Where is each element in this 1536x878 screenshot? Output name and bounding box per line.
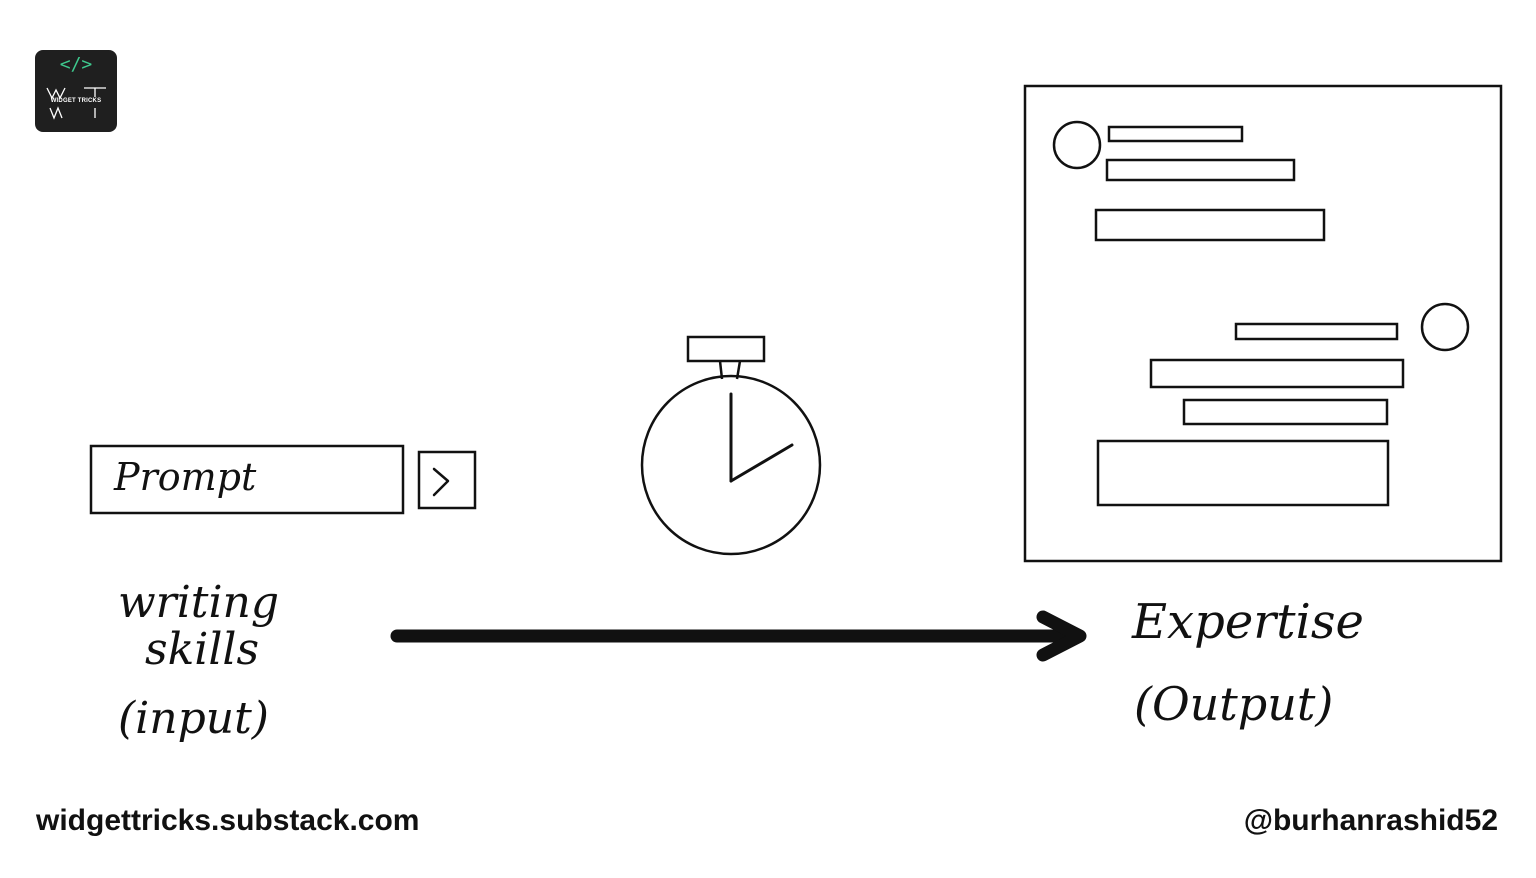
- author-handle: @burhanrashid52: [1243, 804, 1498, 837]
- prompt-label: Prompt: [113, 455, 257, 499]
- message-line: [1094, 208, 1326, 242]
- avatar-right: [1420, 302, 1470, 352]
- message-line: [1105, 158, 1296, 182]
- prompt-input-sketch: Prompt: [89, 444, 405, 515]
- input-label-skills: skills: [145, 624, 259, 675]
- message-line: [1107, 125, 1244, 143]
- output-label-expertise: Expertise: [1131, 594, 1364, 650]
- chat-window-icon: [1023, 84, 1503, 563]
- stopwatch-icon: [640, 335, 822, 556]
- input-label-writing: writing: [118, 577, 279, 628]
- avatar-left: [1052, 120, 1102, 170]
- widget-tricks-logo: </> WIDGET TRICKS: [35, 50, 117, 132]
- chevron-right-icon: [432, 467, 450, 497]
- message-line: [1149, 358, 1405, 389]
- site-url: widgettricks.substack.com: [36, 804, 420, 837]
- input-label-input: (input): [118, 693, 269, 744]
- message-line: [1096, 439, 1390, 507]
- logo-wordmark: WIDGET TRICKS: [50, 98, 102, 104]
- send-button-sketch: [417, 450, 477, 510]
- output-label-output: (Output): [1134, 677, 1333, 731]
- message-line: [1234, 322, 1399, 341]
- message-line: [1182, 398, 1389, 426]
- flow-arrow: [390, 610, 1087, 662]
- code-brackets-icon: </>: [59, 54, 93, 75]
- wt-monogram-icon: [46, 87, 106, 120]
